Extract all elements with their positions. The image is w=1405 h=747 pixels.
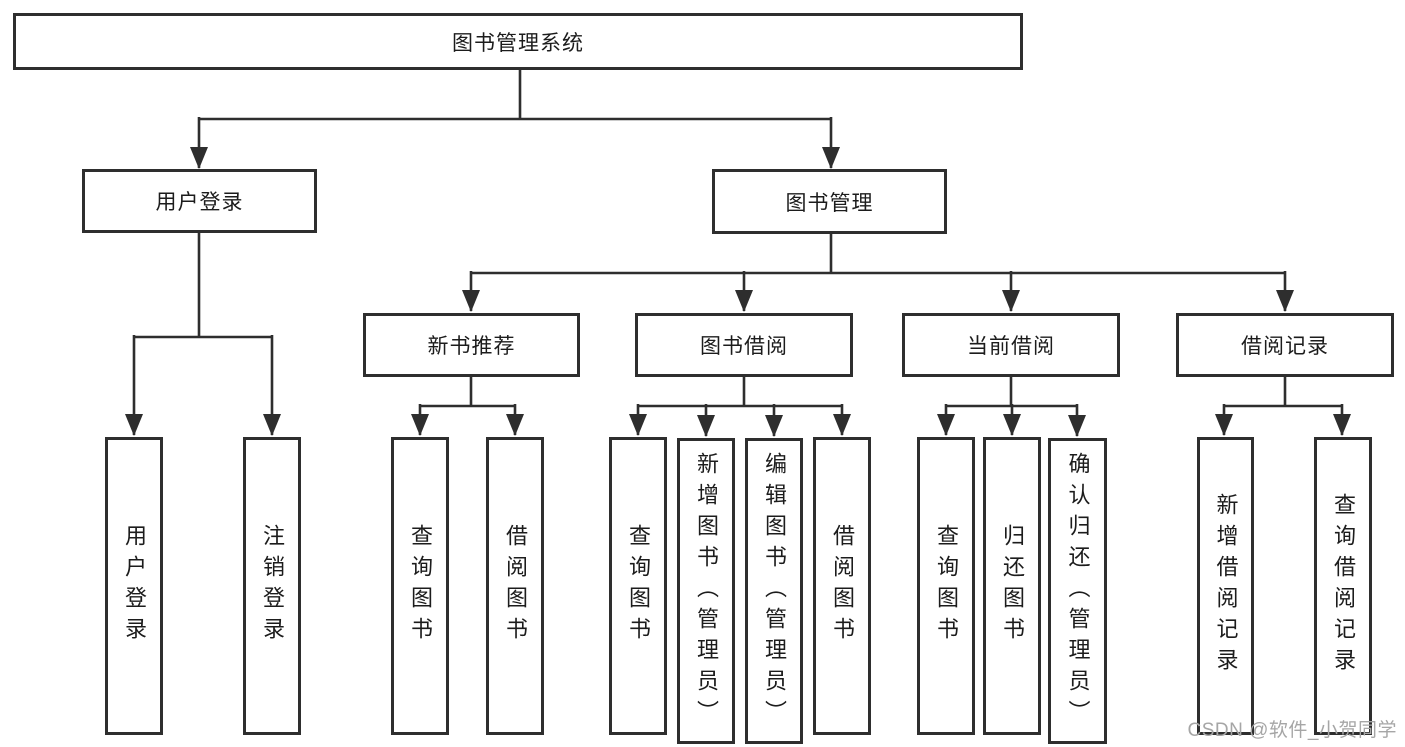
leaf-return-books-label: 归还图书	[1000, 524, 1025, 648]
node-borrow-records-label: 借阅记录	[1241, 335, 1329, 358]
node-current-borrowing-label: 当前借阅	[967, 335, 1055, 358]
leaf-edit-book-admin: 编辑图书（管理员）	[745, 438, 803, 744]
leaf-query-books-current: 查询图书	[917, 437, 975, 735]
leaf-borrow-books-recommend-label: 借阅图书	[503, 524, 528, 648]
node-book-borrowing: 图书借阅	[635, 313, 853, 377]
leaf-query-books-recommend: 查询图书	[391, 437, 449, 735]
leaf-query-books-borrowing-label: 查询图书	[626, 524, 651, 648]
leaf-borrow-books-borrowing-label: 借阅图书	[830, 524, 855, 648]
leaf-confirm-return-admin-label: 确认归还（管理员）	[1065, 451, 1091, 731]
leaf-query-books-current-label: 查询图书	[934, 524, 959, 648]
leaf-confirm-return-admin: 确认归还（管理员）	[1048, 438, 1107, 744]
node-book-borrowing-label: 图书借阅	[700, 335, 788, 358]
node-user-login-label: 用户登录	[155, 191, 244, 214]
node-current-borrowing: 当前借阅	[902, 313, 1120, 377]
node-user-login: 用户登录	[82, 169, 317, 233]
leaf-borrow-books-borrowing: 借阅图书	[813, 437, 871, 735]
node-library-system: 图书管理系统	[13, 13, 1023, 70]
leaf-borrow-books-recommend: 借阅图书	[486, 437, 544, 735]
leaf-query-books-recommend-label: 查询图书	[408, 524, 433, 648]
leaf-add-book-admin: 新增图书（管理员）	[677, 438, 735, 744]
node-book-management-label: 图书管理	[785, 191, 874, 215]
leaf-query-books-borrowing: 查询图书	[609, 437, 667, 735]
node-new-book-recommend-label: 新书推荐	[427, 335, 516, 358]
node-library-system-label: 图书管理系统	[452, 31, 584, 55]
leaf-logout-label: 注销登录	[260, 524, 285, 648]
node-new-book-recommend: 新书推荐	[363, 313, 580, 377]
node-borrow-records: 借阅记录	[1176, 313, 1394, 377]
node-book-management: 图书管理	[712, 169, 947, 234]
leaf-logout: 注销登录	[243, 437, 301, 735]
leaf-query-borrow-record: 查询借阅记录	[1314, 437, 1372, 735]
leaf-query-borrow-record-label: 查询借阅记录	[1331, 493, 1356, 679]
leaf-user-login: 用户登录	[105, 437, 163, 735]
leaf-add-borrow-record: 新增借阅记录	[1197, 437, 1254, 735]
leaf-user-login-label: 用户登录	[122, 524, 147, 648]
leaf-add-borrow-record-label: 新增借阅记录	[1213, 493, 1239, 679]
leaf-add-book-admin-label: 新增图书（管理员）	[694, 451, 719, 731]
leaf-edit-book-admin-label: 编辑图书（管理员）	[762, 451, 787, 731]
leaf-return-books: 归还图书	[983, 437, 1041, 735]
csdn-watermark: CSDN @软件_小贺同学	[1187, 720, 1397, 741]
